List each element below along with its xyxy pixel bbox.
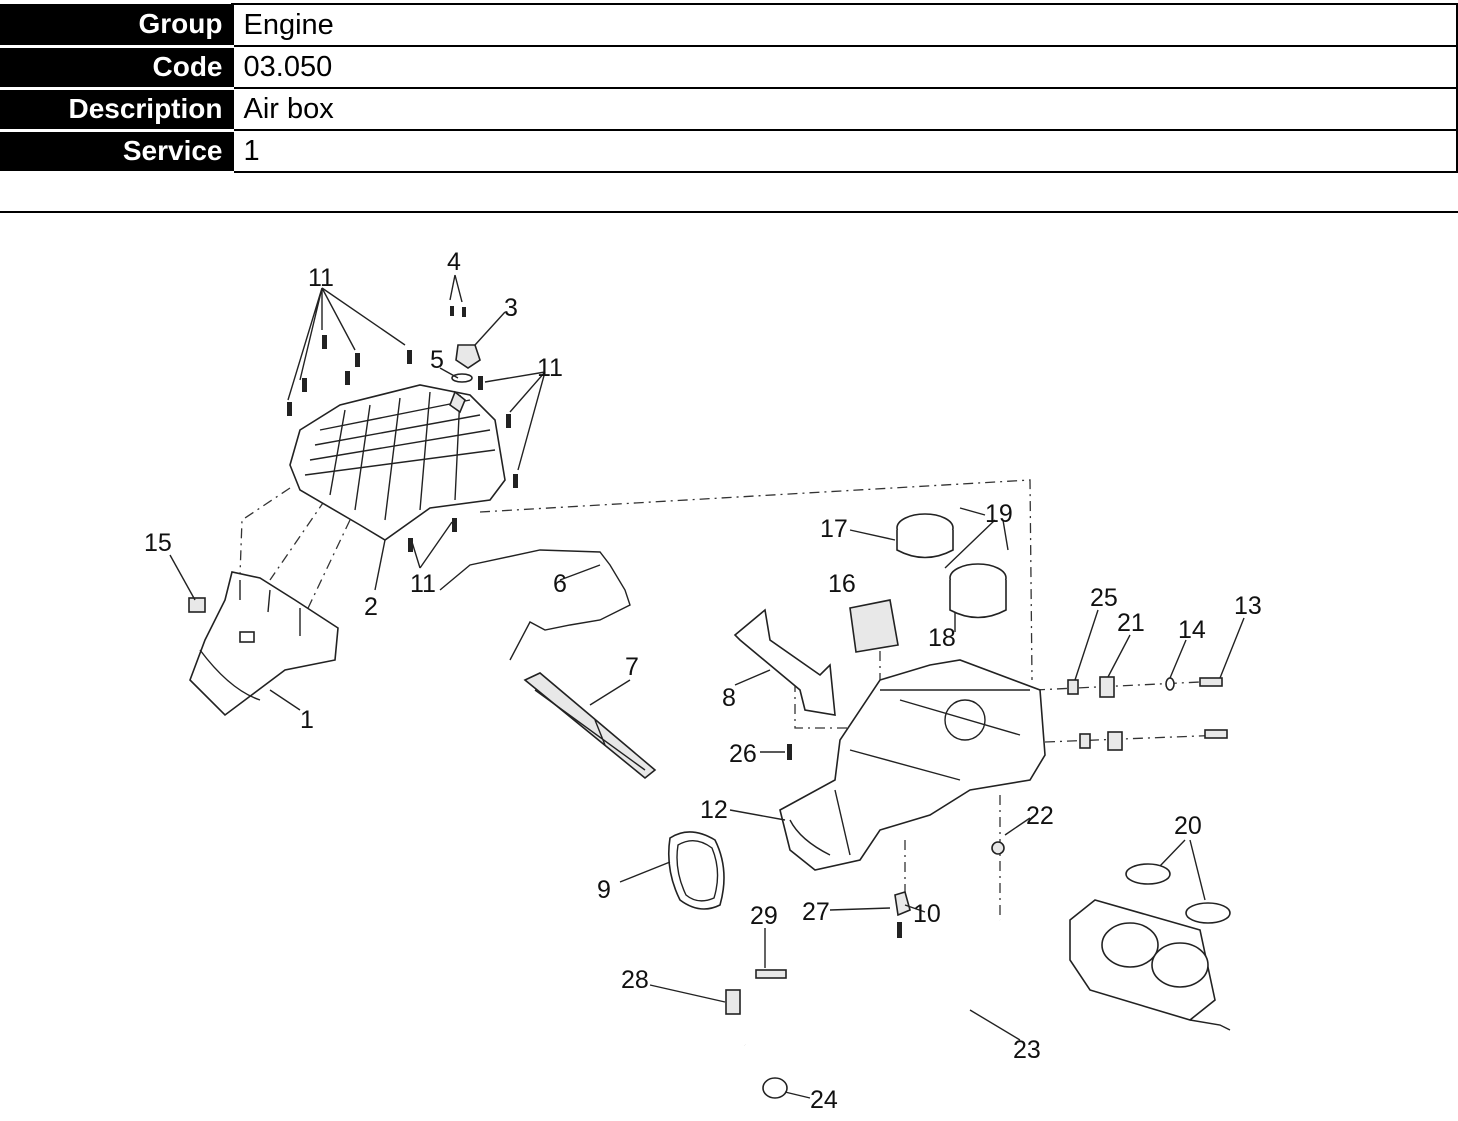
callout-12: 12 <box>700 796 728 824</box>
callout-22: 22 <box>1026 802 1054 830</box>
callout-18: 18 <box>928 624 956 652</box>
part-airbox-cover <box>289 384 506 541</box>
part-filter-7 <box>523 672 657 780</box>
separator-rule <box>0 211 1458 213</box>
callout-10: 10 <box>913 900 941 928</box>
part-28 <box>725 989 741 1015</box>
part-ring-9 <box>667 831 725 910</box>
screws-11 <box>287 306 518 552</box>
callout-15: 15 <box>144 529 172 557</box>
callout-24: 24 <box>810 1086 838 1114</box>
assembly-lines <box>239 479 1226 915</box>
callout-13: 13 <box>1234 592 1262 620</box>
leader-lines <box>169 274 1245 1099</box>
part-velocity-stacks <box>896 513 1007 619</box>
callout-20: 20 <box>1174 812 1202 840</box>
callout-11a: 11 <box>308 264 334 292</box>
callout-17: 17 <box>820 515 848 543</box>
description-value: Air box <box>230 88 1458 131</box>
callout-4: 4 <box>447 248 461 276</box>
group-row: Group Engine <box>0 3 1458 48</box>
callout-23: 23 <box>1013 1036 1041 1064</box>
part-gasket-5 <box>451 373 473 383</box>
callout-21: 21 <box>1117 609 1145 637</box>
exploded-parts-diagram: 11 4 3 5 11 15 11 2 6 1 7 8 26 12 9 17 1… <box>144 248 1262 1114</box>
description-label: Description <box>0 88 232 132</box>
part-27 <box>894 890 911 917</box>
part-seal-6 <box>439 549 631 661</box>
callout-1: 1 <box>300 706 314 734</box>
part-deflector-8 <box>733 608 836 716</box>
callout-8: 8 <box>722 684 736 712</box>
part-duct-lower <box>189 571 339 717</box>
part-oring-20b <box>1185 902 1231 924</box>
service-value: 1 <box>230 130 1458 173</box>
part-airbox-body <box>779 659 1046 871</box>
code-row: Code 03.050 <box>0 46 1458 90</box>
callout-11b: 11 <box>537 354 563 382</box>
part-clamp-24 <box>762 1077 788 1099</box>
group-label: Group <box>0 4 232 48</box>
group-value: Engine <box>230 3 1458 47</box>
callout-3: 3 <box>504 294 518 322</box>
callout-14: 14 <box>1178 616 1206 644</box>
part-foam-16 <box>849 599 899 653</box>
part-clamp-22 <box>991 841 1005 855</box>
part-10 <box>897 922 902 938</box>
part-clip-15 <box>188 597 206 613</box>
part-bolt-29 <box>755 969 787 979</box>
callout-2: 2 <box>364 593 378 621</box>
part-oring-20a <box>1125 863 1171 885</box>
callout-7: 7 <box>625 653 639 681</box>
callout-25: 25 <box>1090 584 1118 612</box>
code-label: Code <box>0 46 232 90</box>
callout-27: 27 <box>802 898 830 926</box>
callout-9: 9 <box>597 876 611 904</box>
part-throttle-body <box>1069 899 1231 1031</box>
info-table: Group Engine Code 03.050 Description Air… <box>0 3 1458 174</box>
part-hardware-right <box>787 676 1228 760</box>
callout-labels: 11 4 3 5 11 15 11 2 6 1 7 8 26 12 9 17 1… <box>144 248 1262 1114</box>
callout-11c: 11 <box>410 570 436 598</box>
part-sensor-3 <box>455 344 481 369</box>
duct-clip <box>239 631 255 643</box>
callout-16: 16 <box>828 570 856 598</box>
description-row: Description Air box <box>0 88 1458 132</box>
callout-29: 29 <box>750 902 778 930</box>
callout-5: 5 <box>430 346 444 374</box>
service-row: Service 1 <box>0 130 1458 174</box>
code-value: 03.050 <box>230 46 1458 89</box>
callout-26: 26 <box>729 740 757 768</box>
callout-28: 28 <box>621 966 649 994</box>
callout-19: 19 <box>985 500 1013 528</box>
service-label: Service <box>0 130 232 174</box>
callout-6: 6 <box>553 570 567 598</box>
